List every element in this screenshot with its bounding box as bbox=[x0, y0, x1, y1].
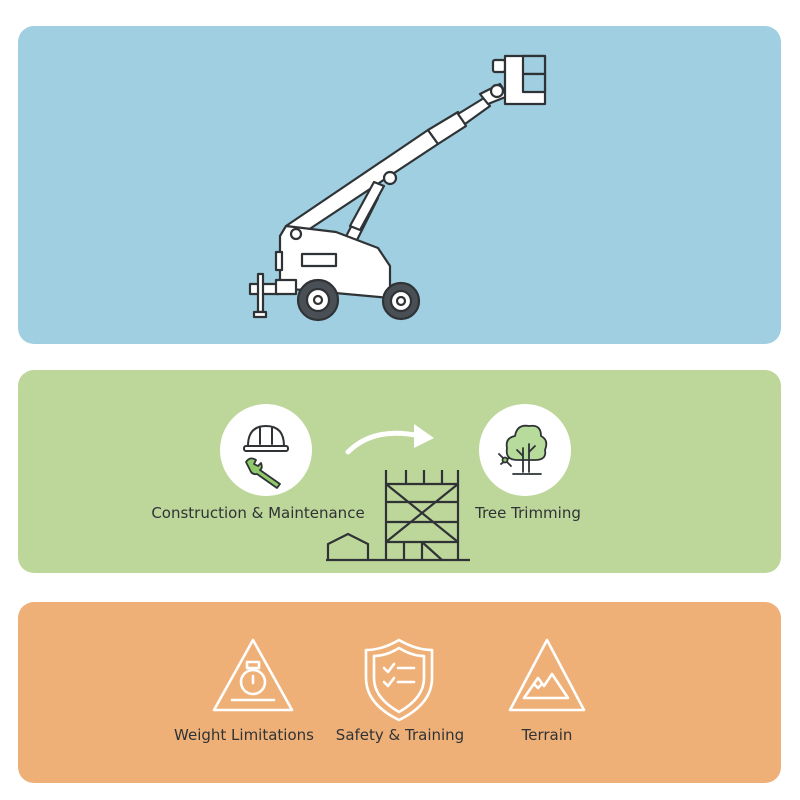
equipment-panel bbox=[18, 26, 781, 344]
tree-pruning-icon bbox=[479, 404, 571, 496]
safety-shield-checklist-icon bbox=[364, 638, 434, 722]
boom-lift-icon bbox=[248, 54, 547, 322]
consideration-label-safety: Safety & Training bbox=[335, 726, 465, 744]
application-label-construction: Construction & Maintenance bbox=[151, 504, 365, 522]
weight-warning-icon bbox=[212, 638, 294, 712]
scaffolding-icon bbox=[326, 470, 470, 562]
consideration-label-terrain: Terrain bbox=[521, 726, 573, 744]
applications-panel: Construction & Maintenance Tree Trimming bbox=[18, 370, 781, 573]
curved-arrow-icon bbox=[345, 424, 434, 455]
application-label-tree-trimming: Tree Trimming bbox=[475, 504, 581, 522]
hard-hat-wrench-icon bbox=[220, 404, 312, 496]
terrain-warning-icon bbox=[508, 638, 586, 712]
consideration-label-weight: Weight Limitations bbox=[174, 726, 314, 744]
considerations-panel: Weight Limitations Safety & Training Ter… bbox=[18, 602, 781, 783]
